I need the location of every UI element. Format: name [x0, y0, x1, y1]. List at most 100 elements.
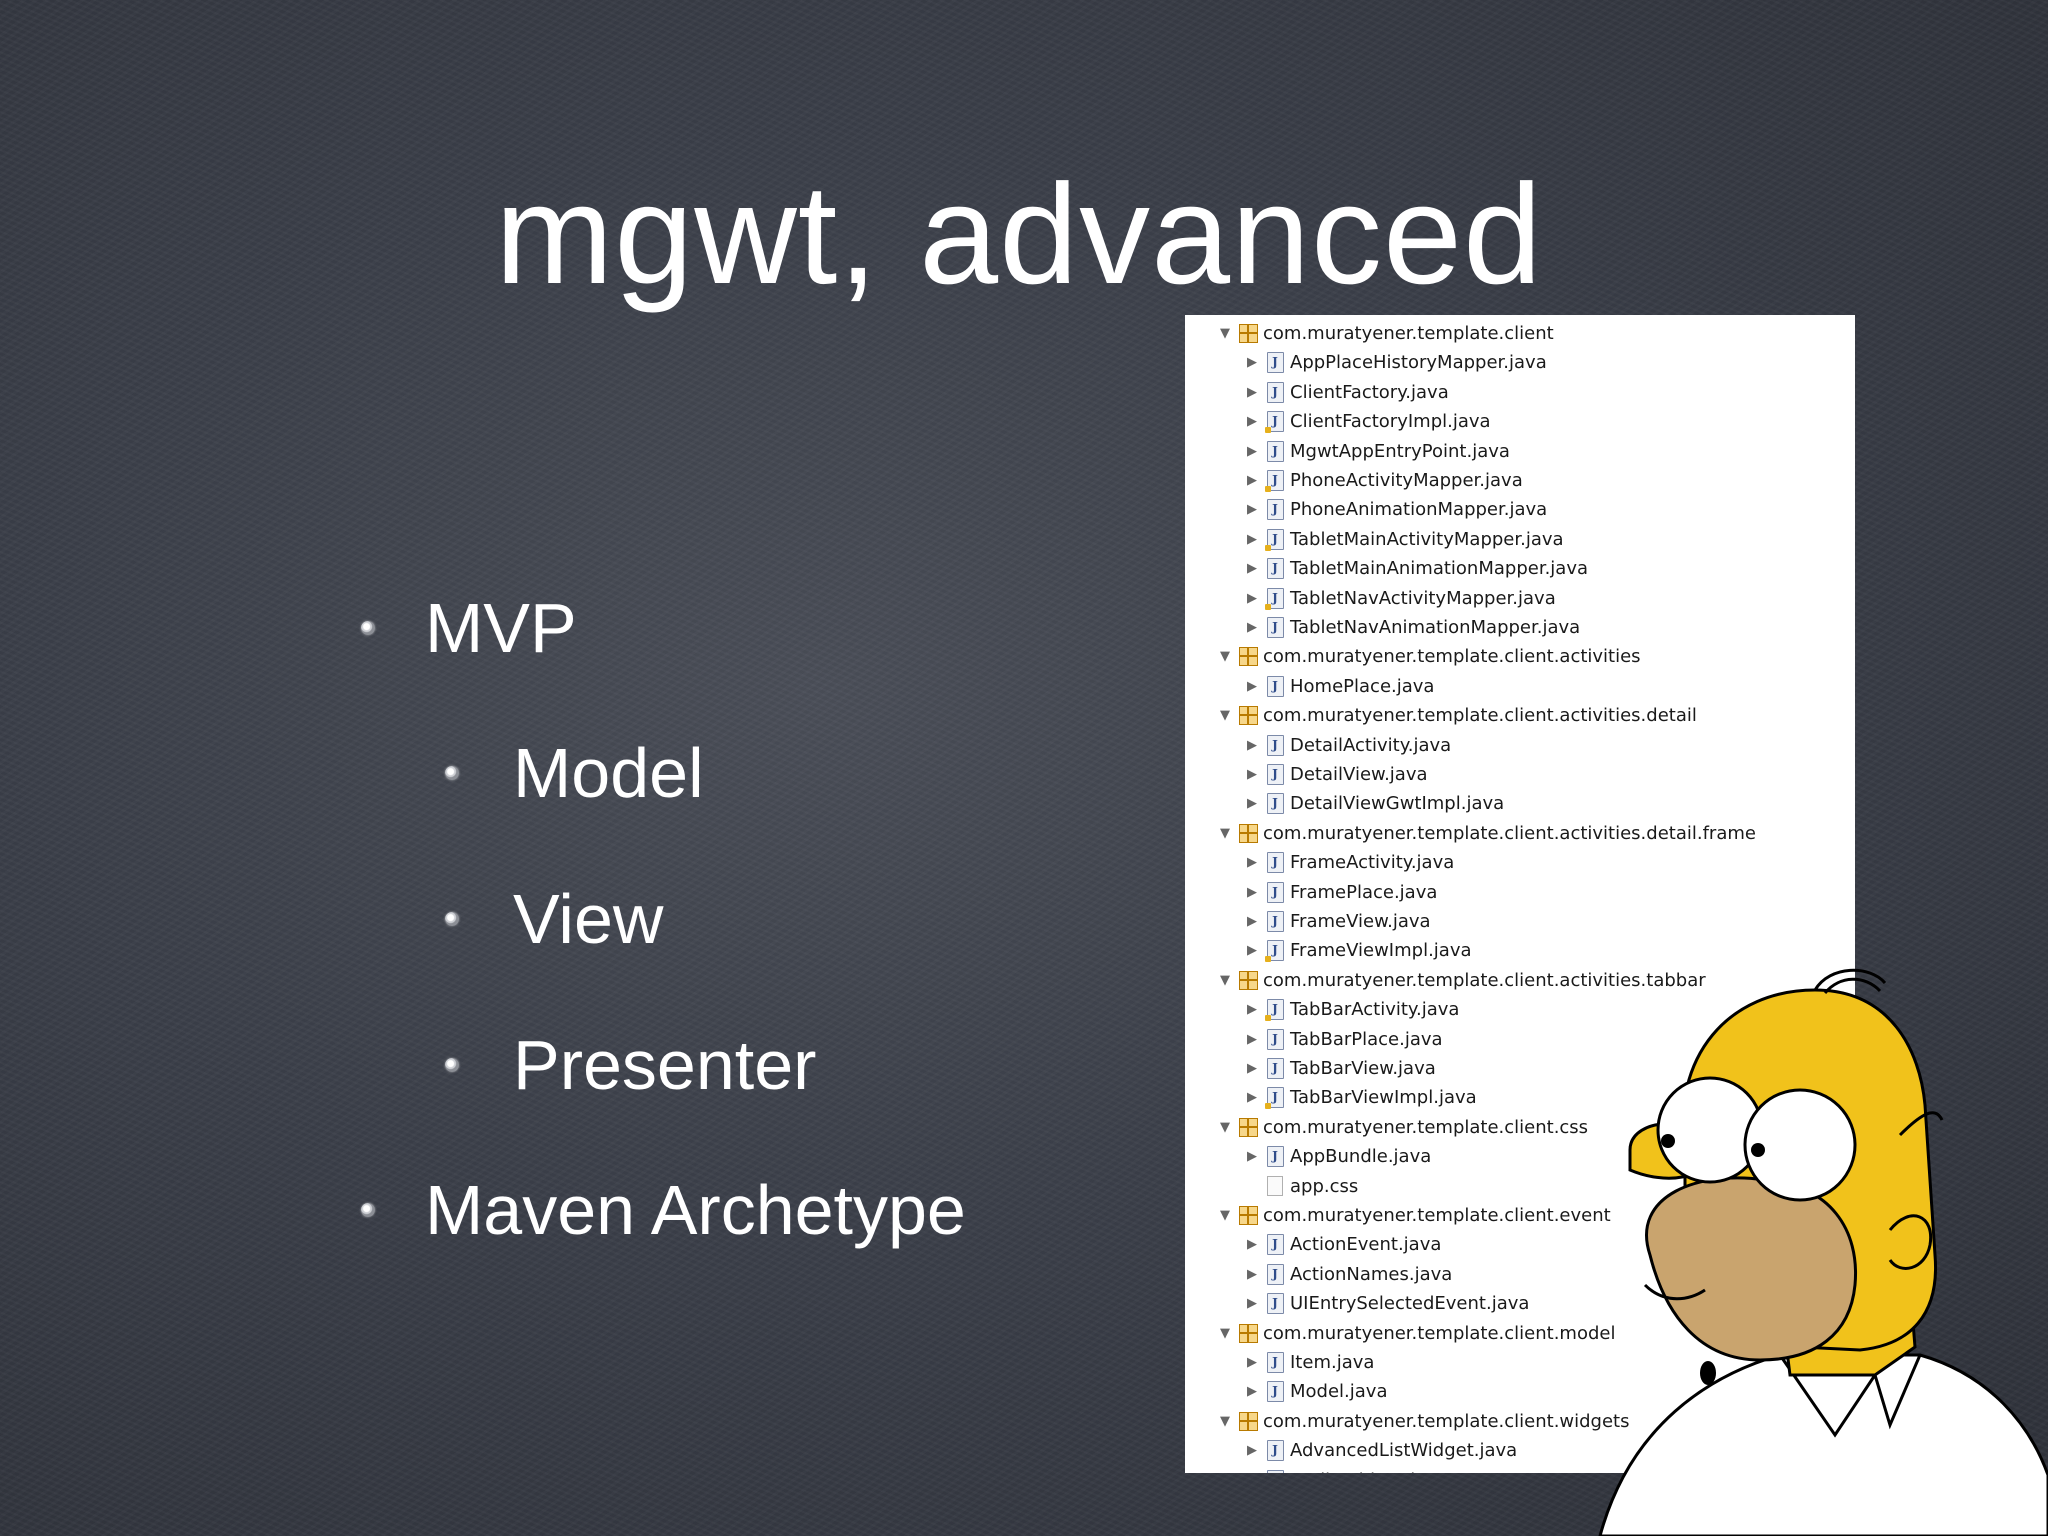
tree-label: TabletMainAnimationMapper.java: [1290, 558, 1589, 580]
triangle-down-icon: ▼: [1220, 972, 1230, 988]
tree-label: FrameActivity.java: [1290, 852, 1455, 874]
tree-label: com.muratyener.template.client.activitie…: [1263, 969, 1706, 991]
tree-label: FrameViewImpl.java: [1290, 940, 1472, 962]
java-file-icon: J: [1265, 1263, 1285, 1285]
triangle-right-icon: ▶: [1247, 1443, 1257, 1459]
java-file-icon: J: [1264, 528, 1285, 551]
java-file-icon: J: [1265, 1058, 1285, 1079]
bullet-icon: [445, 912, 459, 926]
bullet-text: MVP: [425, 589, 577, 667]
triangle-right-icon: ▶: [1247, 1266, 1257, 1282]
homer-simpson-image: [1598, 968, 2048, 1536]
java-file-icon: J: [1265, 793, 1285, 815]
java-file-icon: J: [1264, 999, 1285, 1022]
bullet-icon: [445, 1058, 459, 1072]
triangle-right-icon: ▶: [1247, 531, 1257, 547]
tree-label: UIEntrySelectedEvent.java: [1290, 1293, 1530, 1315]
tree-label: DetailViewGwtImpl.java: [1290, 793, 1505, 815]
java-file-icon: J: [1265, 352, 1285, 374]
package-row: ▼com.muratyener.template.client.model: [1218, 1319, 1615, 1348]
java-file-icon: J: [1264, 470, 1285, 492]
package-row: ▼com.muratyener.template.client.activiti…: [1218, 642, 1641, 671]
package-row: ▼com.muratyener.template.client.event: [1218, 1201, 1611, 1230]
css-file-icon: [1265, 1176, 1285, 1197]
java-file-icon: J: [1265, 911, 1285, 932]
package-icon: [1238, 324, 1258, 344]
tree-label: AppBundle.java: [1290, 1146, 1432, 1168]
triangle-right-icon: ▶: [1247, 1237, 1257, 1253]
sub-bullet-item: View: [445, 879, 663, 959]
java-file-icon: J: [1265, 381, 1285, 403]
java-file-icon: J: [1265, 764, 1285, 785]
package-row: ▼com.muratyener.template.client.widgets: [1218, 1407, 1630, 1436]
triangle-down-icon: ▼: [1220, 1413, 1230, 1429]
tree-label: TabletMainActivityMapper.java: [1290, 528, 1564, 550]
package-icon: [1238, 823, 1258, 843]
package-icon: [1238, 1323, 1258, 1343]
tree-label: com.muratyener.template.client.event: [1263, 1205, 1611, 1226]
bullet-icon: [361, 1203, 375, 1217]
java-file-icon: J: [1265, 881, 1285, 903]
bullet-text: Model: [513, 734, 704, 812]
package-row: ▼com.muratyener.template.client.activiti…: [1218, 701, 1697, 730]
triangle-right-icon: ▶: [1247, 355, 1257, 371]
tree-label: MgwtAppEntryPoint.java: [1290, 440, 1510, 462]
java-file-icon: J: [1265, 852, 1285, 874]
tree-label: ClientFactory.java: [1290, 381, 1449, 403]
triangle-right-icon: ▶: [1247, 590, 1257, 606]
tree-label: ActionEvent.java: [1290, 1234, 1442, 1256]
triangle-right-icon: ▶: [1247, 473, 1257, 488]
file-row: app.css: [1245, 1172, 1358, 1201]
bullet-item: Maven Archetype: [361, 1170, 966, 1250]
triangle-right-icon: ▶: [1247, 561, 1257, 577]
java-file-icon: J: [1265, 1381, 1285, 1403]
package-icon: [1238, 970, 1258, 990]
tree-label: FrameView.java: [1290, 911, 1431, 932]
java-file-icon: J: [1264, 1087, 1285, 1110]
package-row: ▼ com.muratyener.template.client.activiti…: [1218, 966, 1706, 995]
tree-label: AudioWidget.java: [1290, 1470, 1448, 1473]
triangle-right-icon: ▶: [1247, 1090, 1257, 1106]
tree-label: app.css: [1290, 1175, 1359, 1197]
tree-label: AdvancedListWidget.java: [1290, 1440, 1518, 1462]
tree-label: PhoneActivityMapper.java: [1290, 470, 1523, 491]
package-row: ▼com.muratyener.template.client.activiti…: [1218, 819, 1756, 848]
java-file-icon: J: [1265, 1469, 1285, 1473]
java-file-icon: J: [1265, 1352, 1285, 1373]
triangle-right-icon: ▶: [1247, 796, 1257, 812]
bullet-text: View: [513, 880, 664, 958]
tree-label: com.muratyener.template.client.activitie…: [1263, 705, 1697, 727]
java-file-icon: J: [1265, 675, 1285, 697]
triangle-right-icon: ▶: [1247, 1355, 1257, 1370]
java-file-icon: J: [1265, 734, 1285, 756]
java-file-icon: J: [1265, 1028, 1285, 1050]
bullet-text: Presenter: [513, 1026, 817, 1104]
bullet-item: MVP: [361, 588, 577, 668]
tree-label: com.muratyener.template.client.activitie…: [1263, 822, 1756, 844]
triangle-right-icon: ▶: [1247, 1296, 1257, 1312]
sub-bullet-item: Model: [445, 733, 704, 813]
tree-label: com.muratyener.template.client.model: [1263, 1322, 1616, 1344]
triangle-right-icon: ▶: [1247, 1061, 1257, 1076]
bullet-list: MVP Model View Presenter Maven Archetype: [361, 588, 966, 1250]
package-row: ▼com.muratyener.template.client: [1218, 319, 1554, 348]
triangle-right-icon: ▶: [1247, 620, 1257, 635]
